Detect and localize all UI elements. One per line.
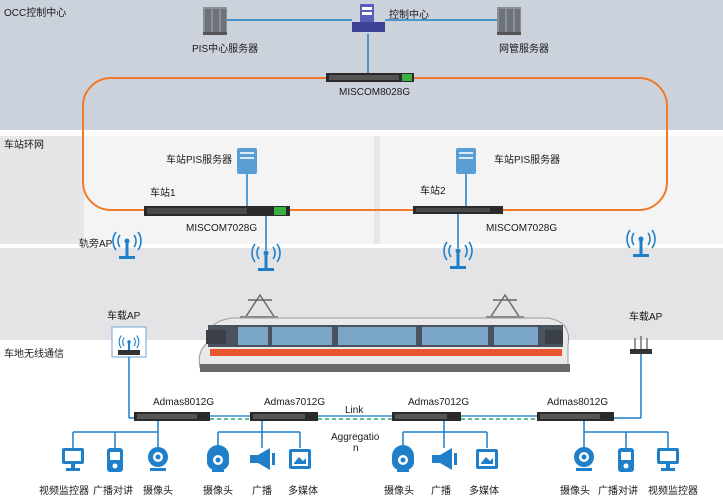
vehicle-ap-left-label: 车载AP [107, 311, 141, 322]
device-label: 多媒体 [288, 486, 318, 497]
loudspeaker-icon [432, 448, 457, 470]
vehicle-ap-antenna-icon [634, 336, 648, 349]
trackside-ap-label: 轨旁AP [79, 239, 113, 250]
vehicle-ap-device-icon [630, 349, 652, 354]
webcam-icon [148, 447, 168, 471]
ring-zone-label: 车站环网 [4, 140, 44, 151]
trackside-ap-icon [626, 229, 656, 258]
train-switch-label: Admas8012G [153, 397, 215, 408]
station-1-switch-icon [144, 206, 290, 216]
train-switch-icon [537, 412, 614, 421]
monitor-icon [62, 448, 84, 471]
pis-server-label: PIS中心服务器 [192, 44, 259, 55]
core-switch-label: MISCOM8028G [339, 87, 411, 98]
aggregation-label: Aggregatio [331, 432, 380, 443]
multimedia-icon [476, 449, 498, 469]
intercom-icon [107, 448, 123, 472]
vehicle-ap-device-icon [118, 350, 140, 355]
station-1-server-label: 车站PIS服务器 [166, 155, 233, 166]
device-label: 摄像头 [203, 486, 233, 497]
wireless-zone-label: 车地无线通信 [4, 349, 64, 360]
nms-server-label: 网管服务器 [499, 44, 549, 55]
station-2-server-icon [456, 148, 476, 208]
pis-center-server-icon [203, 7, 227, 35]
device-bus-lines [72, 421, 669, 448]
nms-server-icon [497, 7, 521, 35]
trackside-ap-icon [112, 231, 142, 260]
station-2-switch-label: MISCOM7028G [486, 223, 558, 234]
device-label: 广播 [252, 486, 272, 497]
multimedia-icon [289, 449, 311, 469]
device-label: 广播对讲 [93, 486, 133, 497]
device-label: 视频监控器 [39, 486, 89, 497]
train-icon [198, 293, 570, 372]
train-switch-label: Admas8012G [547, 397, 609, 408]
link-label: Link [345, 405, 364, 416]
station-2-name: 车站2 [420, 186, 446, 197]
station-1-panel [84, 136, 374, 244]
train-switch-icon [250, 412, 318, 421]
device-label: 多媒体 [469, 486, 499, 497]
loudspeaker-icon [250, 448, 275, 470]
control-center-icon [352, 4, 385, 32]
device-label: 广播 [431, 486, 451, 497]
core-switch-icon [326, 73, 414, 82]
vehicle-ap-right-label: 车载AP [629, 312, 663, 323]
train-switch-icon [392, 412, 461, 421]
aggregation-label-wrap: n [353, 443, 359, 454]
dome-camera-icon [392, 445, 414, 472]
station-1-name: 车站1 [150, 188, 176, 199]
intercom-icon [618, 448, 634, 472]
station-1-switch-label: MISCOM7028G [186, 223, 258, 234]
train-switch-label: Admas7012G [264, 397, 326, 408]
device-label: 摄像头 [560, 486, 590, 497]
device-label: 摄像头 [143, 486, 173, 497]
station-2-server-label: 车站PIS服务器 [494, 155, 561, 166]
device-label: 视频监控器 [648, 486, 698, 497]
occ-zone-label: OCC控制中心 [4, 8, 67, 19]
device-label: 摄像头 [384, 486, 414, 497]
device-label: 广播对讲 [598, 486, 638, 497]
device-icons [62, 445, 679, 472]
train-switch-label: Admas7012G [408, 397, 470, 408]
webcam-icon [574, 447, 594, 471]
station-2-switch-icon [413, 206, 503, 214]
control-center-label: 控制中心 [389, 10, 429, 21]
monitor-icon [657, 448, 679, 471]
train-switch-icon [134, 412, 210, 421]
dome-camera-icon [207, 445, 229, 472]
station-1-server-icon [237, 148, 257, 208]
